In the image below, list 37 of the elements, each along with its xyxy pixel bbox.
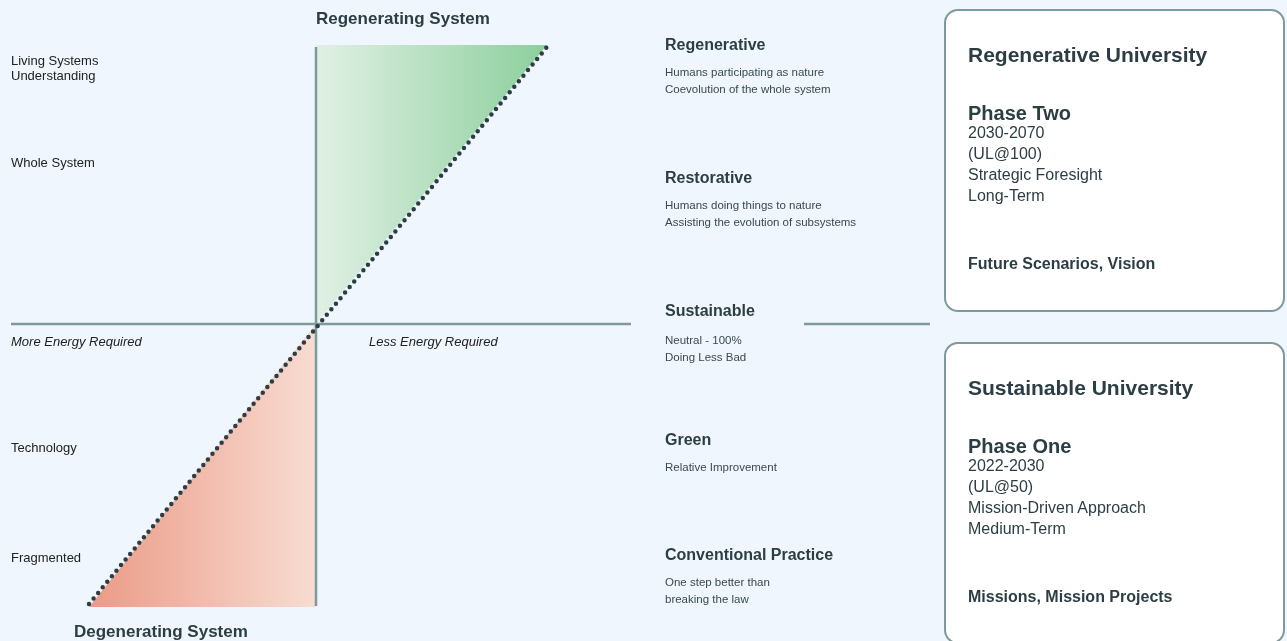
axis-label: Living Systems Understanding [11,54,100,84]
level-heading: Conventional Practice [665,546,834,565]
level-heading: Restorative [665,169,753,188]
axis-label: Technology [11,441,77,456]
phase-card [944,9,1285,312]
level-description: Relative Improvement [665,460,777,475]
card-footer-text: Future Scenarios, Vision [968,255,1156,274]
axis-label: Whole System [11,156,95,171]
card-text: Medium-Term [968,520,1066,539]
phase-heading: Phase Two [968,102,1071,125]
card-text: 2022-2030 [968,457,1045,476]
card-text: Strategic Foresight [968,166,1103,185]
level-description: Humans doing things to nature [665,198,822,213]
level-description: Coevolution of the whole system [665,82,831,97]
phase-heading: Phase One [968,435,1072,458]
level-description: Doing Less Bad [665,350,747,365]
card-text: (UL@50) [968,478,1034,497]
card-text: Mission-Driven Approach [968,499,1146,518]
level-description: Assisting the evolution of subsystems [665,215,857,230]
level-description: Humans participating as nature [665,65,825,80]
axis-label: More Energy Required [11,335,142,350]
axis-label: Less Energy Required [369,335,498,350]
phase-card [944,342,1285,641]
level-description: One step better than breaking the law [665,575,771,607]
card-title: Regenerative University [968,43,1208,68]
level-heading: Green [665,431,712,450]
card-footer-text: Missions, Mission Projects [968,588,1173,607]
heading: Degenerating System [74,622,248,641]
level-heading: Regenerative [665,36,766,55]
card-text: Long-Term [968,187,1045,206]
heading: Regenerating System [316,9,490,29]
card-text: 2030-2070 [968,124,1045,143]
axis-label: Fragmented [11,551,82,566]
level-description: Neutral - 100% [665,333,742,348]
level-heading: Sustainable [665,302,755,321]
card-title: Sustainable University [968,376,1194,401]
card-text: (UL@100) [968,145,1043,164]
